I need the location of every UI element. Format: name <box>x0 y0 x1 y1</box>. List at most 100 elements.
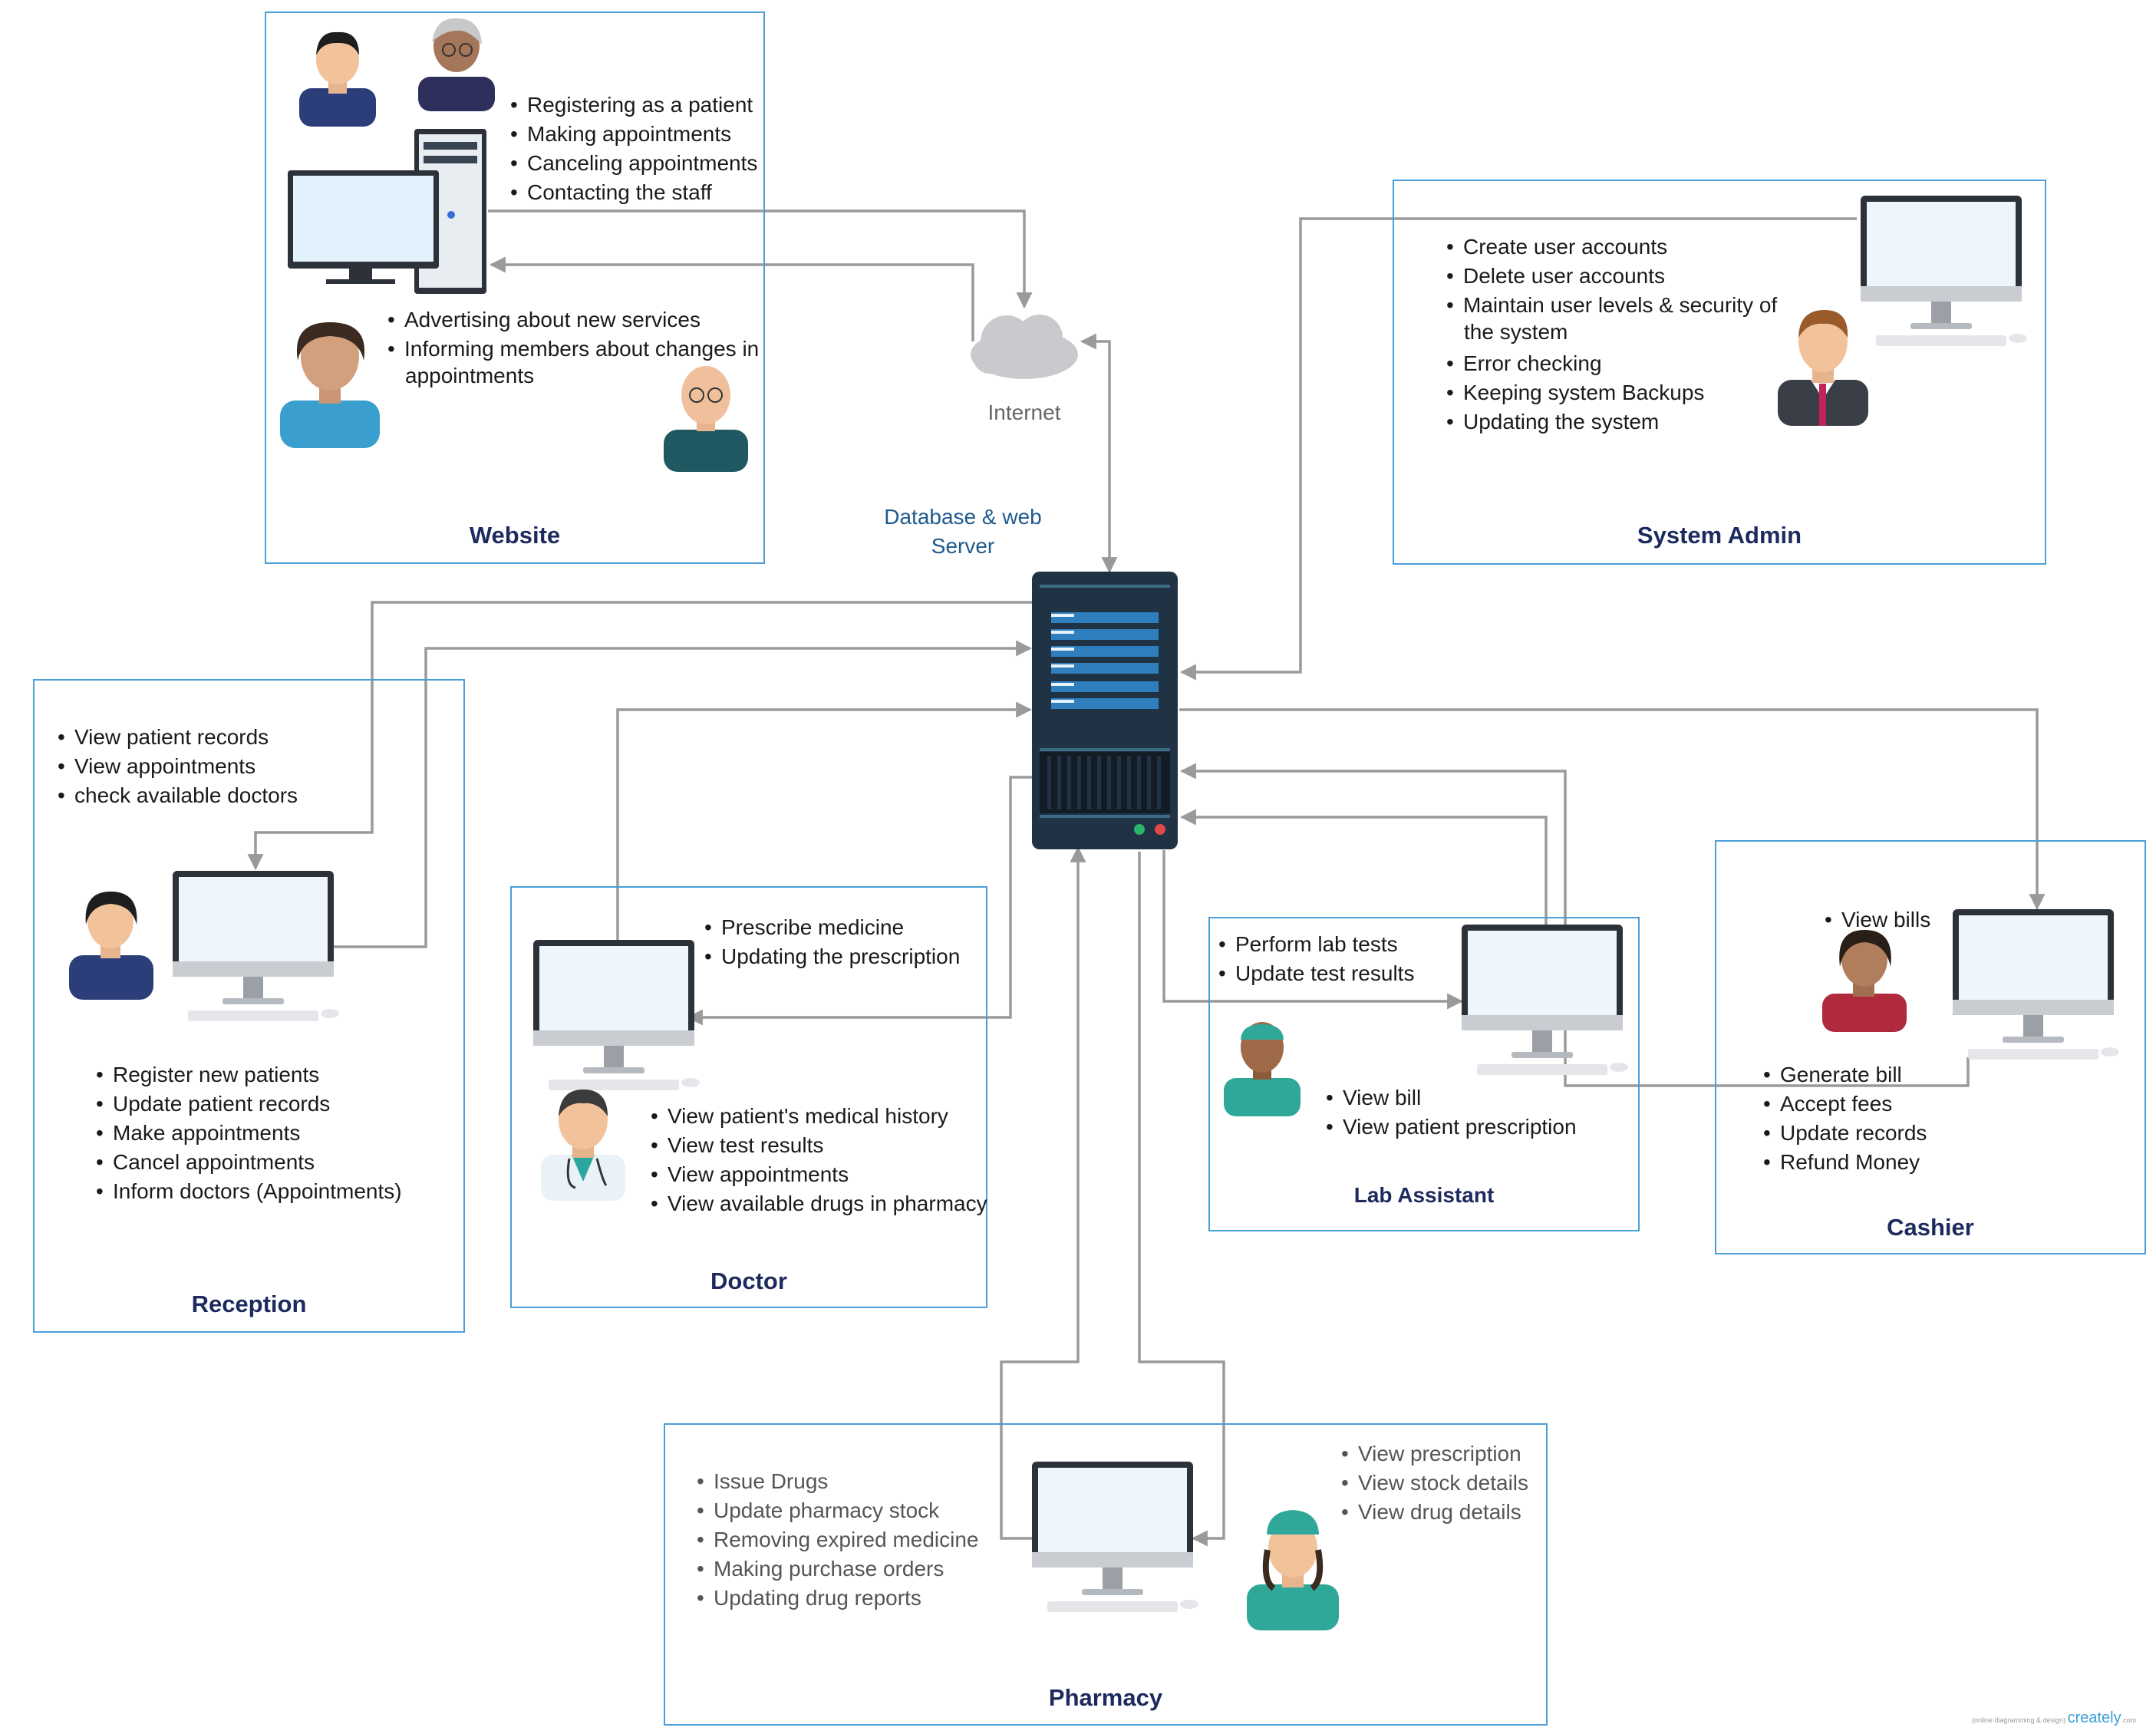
website-panel <box>265 12 765 564</box>
list-item: Updating the system <box>1446 407 1704 437</box>
connector-server-to-cashier <box>1179 708 2046 911</box>
lab-tasks-list: Perform lab tests Update test results <box>1218 930 1414 988</box>
website-title: Website <box>469 522 561 549</box>
list-item: View prescription <box>1341 1439 1528 1469</box>
list-item: Generate bill <box>1763 1060 1927 1090</box>
connector-server-to-lab <box>1162 850 1464 1010</box>
list-item: Registering as a patient <box>510 91 757 120</box>
person-icon-elderly-woman <box>418 18 495 111</box>
list-item: View available drugs in pharmacy <box>651 1189 987 1218</box>
connector-internet-to-website <box>489 256 974 341</box>
list-item: Register new patients <box>96 1060 402 1090</box>
doctor-title: Doctor <box>710 1268 787 1294</box>
system-admin-title: System Admin <box>1637 522 1802 549</box>
watermark-tagline: (online diagramming & design) <box>1972 1716 2066 1724</box>
list-item: Issue Drugs <box>697 1467 979 1496</box>
list-item: Prescribe medicine <box>704 913 960 942</box>
doctor-panel <box>510 886 987 1308</box>
list-item: Update pharmacy stock <box>697 1496 979 1525</box>
reception-title: Reception <box>191 1291 307 1317</box>
reception-panel <box>33 679 465 1333</box>
list-item: Advertising about new services <box>387 305 759 335</box>
person-icon-young-man <box>299 31 376 127</box>
list-item: Informing members about changes in <box>387 335 759 364</box>
list-item: Updating the prescription <box>704 942 960 971</box>
cashier-view-list: View bills <box>1825 905 1930 935</box>
list-item: Making appointments <box>510 120 757 149</box>
list-item: Making purchase orders <box>697 1554 979 1584</box>
desktop-computer-icon <box>288 129 486 294</box>
cashier-title: Cashier <box>1887 1214 1974 1241</box>
person-icon-receptionist <box>69 892 153 1000</box>
connector-pharmacy-to-server <box>1000 846 1086 1540</box>
list-item-continuation: the system <box>1464 320 1568 344</box>
watermark-suffix: .com <box>2121 1716 2137 1724</box>
list-item: Update test results <box>1218 959 1414 988</box>
list-item: View patient's medical history <box>651 1102 987 1131</box>
connector-admin-to-server <box>1179 217 1857 681</box>
list-item: Maintain user levels & security of <box>1446 291 1777 320</box>
connector-doctor-to-server <box>616 701 1033 940</box>
cloud-icon <box>971 315 1078 379</box>
reception-tasks-list: Register new patients Update patient rec… <box>96 1060 402 1206</box>
list-item: View appointments <box>651 1160 987 1189</box>
connector-server-to-pharmacy <box>1138 852 1225 1547</box>
creately-watermark: (online diagramming & design) creately.c… <box>1972 1709 2136 1727</box>
reception-view-list: View patient records View appointments c… <box>58 723 298 810</box>
list-item: Update patient records <box>96 1090 402 1119</box>
doctor-view-list: View patient's medical history View test… <box>651 1102 987 1218</box>
list-item: View drug details <box>1341 1498 1528 1527</box>
pharmacy-view-list: View prescription View stock details Vie… <box>1341 1439 1528 1527</box>
pharmacy-tasks-list: Issue Drugs Update pharmacy stock Removi… <box>697 1467 979 1613</box>
list-item: View appointments <box>58 752 298 781</box>
list-item: Accept fees <box>1763 1090 1927 1119</box>
connector-lab-to-server <box>1179 809 1548 925</box>
list-item: Contacting the staff <box>510 178 757 207</box>
cashier-tasks-list: Generate bill Accept fees Update records… <box>1763 1060 1927 1177</box>
internet-label: Internet <box>987 401 1061 424</box>
lab-assistant-title: Lab Assistant <box>1353 1183 1495 1207</box>
lab-view-list: View bill View patient prescription <box>1326 1083 1577 1142</box>
list-item: Perform lab tests <box>1218 930 1414 959</box>
list-item: Update records <box>1763 1119 1927 1148</box>
list-item: View stock details <box>1341 1469 1528 1498</box>
person-icon-admin-suit <box>1778 310 1868 426</box>
list-item: View patient prescription <box>1326 1113 1577 1142</box>
person-icon-doctor <box>541 1090 625 1201</box>
list-item: Error checking <box>1446 349 1704 378</box>
website-notifications-list: Advertising about new services Informing… <box>387 305 759 364</box>
list-item: Inform doctors (Appointments) <box>96 1177 402 1206</box>
connector-reception-to-server <box>334 640 1033 948</box>
connector-server-to-reception <box>247 601 1032 871</box>
person-icon-lab-nurse <box>1224 1022 1301 1116</box>
list-item: View bill <box>1326 1083 1577 1113</box>
system-admin-list: Create user accounts Delete user account… <box>1446 232 1777 320</box>
server-icon <box>1032 572 1178 849</box>
website-features-list: Registering as a patient Making appointm… <box>510 91 757 207</box>
list-item: Canceling appointments <box>510 149 757 178</box>
connector-server-to-doctor <box>686 776 1032 1026</box>
list-item: Keeping system Backups <box>1446 378 1704 407</box>
person-icon-elderly-man <box>664 366 748 472</box>
person-icon-pharmacist <box>1247 1510 1339 1630</box>
list-item: check available doctors <box>58 781 298 810</box>
server-label-line2: Server <box>931 534 995 558</box>
system-admin-list-continued: Error checking Keeping system Backups Up… <box>1446 349 1704 437</box>
cashier-panel <box>1715 840 2146 1254</box>
list-item: Refund Money <box>1763 1148 1927 1177</box>
pharmacy-panel <box>664 1423 1548 1726</box>
list-item: Cancel appointments <box>96 1148 402 1177</box>
connector-website-to-internet <box>488 209 1033 309</box>
connector-server-internet <box>1080 333 1118 574</box>
lab-assistant-panel <box>1208 917 1640 1231</box>
person-icon-cashier <box>1822 930 1907 1032</box>
list-item-continuation: appointments <box>405 364 535 387</box>
server-label-line1: Database & web <box>884 505 1042 529</box>
system-admin-panel <box>1393 180 2046 565</box>
watermark-brand: creately <box>2067 1709 2121 1726</box>
list-item: Updating drug reports <box>697 1584 979 1613</box>
list-item: View test results <box>651 1131 987 1160</box>
list-item: Create user accounts <box>1446 232 1777 262</box>
list-item: Removing expired medicine <box>697 1525 979 1554</box>
